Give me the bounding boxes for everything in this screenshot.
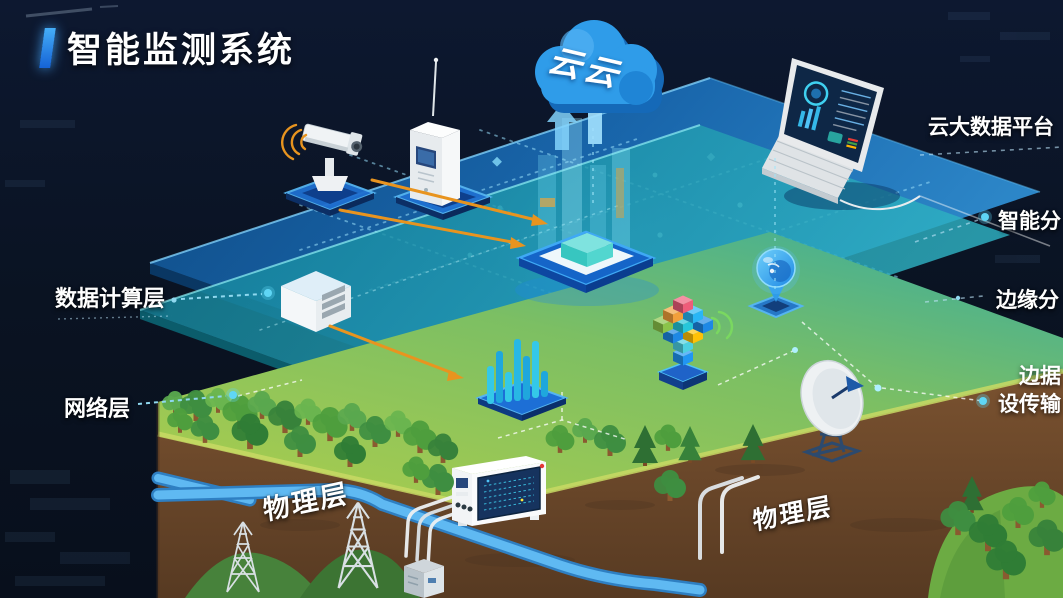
- label-edge-data-transfer: 边据 设传输: [998, 362, 1061, 418]
- decor-slash: [25, 7, 93, 18]
- ground-dashed-guides: [237, 321, 984, 441]
- wifi-signal-icon: [281, 123, 308, 161]
- label-connectors: [57, 146, 1063, 405]
- label-edge-data-line2: 设传输: [998, 392, 1061, 416]
- hologram-platform-icon: [515, 118, 659, 306]
- satellite-dish-icon: [800, 359, 864, 463]
- label-cloud-big-data-platform: 云大数据平台: [928, 115, 1054, 139]
- data-cubes-icon: [653, 295, 734, 390]
- control-cabinet-icon: [452, 456, 546, 526]
- underground-pipes-shape: [404, 475, 760, 568]
- decor-dash: [99, 5, 119, 8]
- wifi-signal-icon: [710, 310, 734, 340]
- label-network-layer: 网络层: [64, 397, 131, 422]
- guide-dots: [792, 347, 990, 408]
- small-device-icon: [404, 559, 444, 598]
- title-accent-bar: [39, 27, 56, 68]
- laptop-dashboard-icon: [762, 58, 1051, 247]
- edge-server-box-icon: [281, 271, 351, 332]
- river-shape: [151, 471, 707, 597]
- corner-hill: [928, 476, 1063, 598]
- label-data-computing-layer: 数据计算层: [55, 287, 166, 312]
- label-intelligent-analysis: 智能分: [998, 209, 1061, 233]
- label-edge-analysis: 边缘分: [996, 288, 1059, 312]
- cloud-icon: [535, 20, 776, 292]
- page-title: 智能监测系统: [39, 22, 296, 73]
- data-flow-arrows: [328, 178, 548, 381]
- label-edge-data-line1: 边据: [1019, 364, 1061, 388]
- title-text: 智能监测系统: [67, 31, 296, 71]
- bar-chart-icon: [475, 339, 569, 421]
